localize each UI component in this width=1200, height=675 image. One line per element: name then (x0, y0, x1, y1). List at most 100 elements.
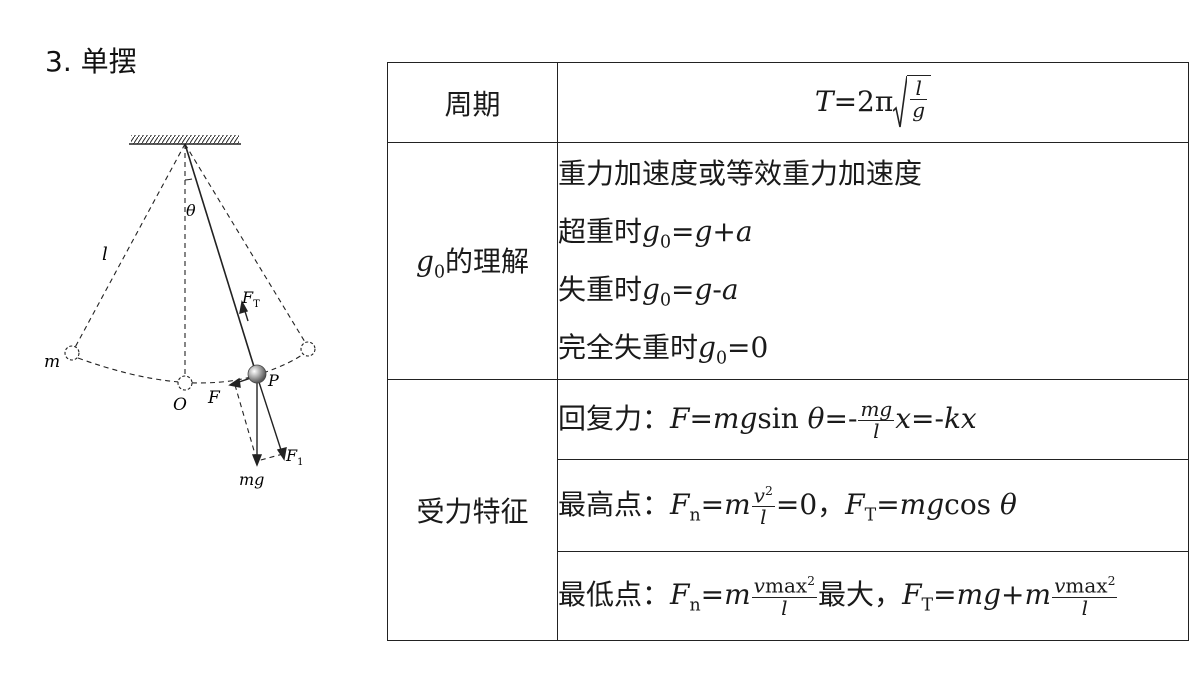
g0-row: g0的理解 重力加速度或等效重力加速度 超重时g0=g+a 失重时g0=g-a … (387, 142, 1189, 380)
weightless-eq: = (671, 273, 695, 306)
pendulum-bob (247, 364, 267, 384)
overweight-g0-sub: 0 (659, 232, 671, 253)
weightless-g: g (694, 273, 713, 306)
lowest-eq: = (700, 578, 725, 612)
lowest-sub-n: n (689, 595, 701, 616)
lowest-F: F (670, 578, 690, 612)
lowest-num2-max: max (1065, 573, 1108, 598)
lowest-fraction-2: vmax2 l (1052, 573, 1118, 620)
lowest-m2: m (1024, 578, 1052, 612)
restoring-sin: sin (757, 402, 799, 436)
lowest-num2-v: v (1054, 573, 1066, 598)
theta-label: θ (186, 201, 196, 220)
left-bob-position (64, 345, 80, 361)
full-weightless-eq: =0 (727, 331, 769, 364)
weightless-a: a (721, 273, 739, 306)
force-arrows (228, 299, 287, 467)
weightless-g0-sub: 0 (659, 290, 671, 311)
highest-num-v: v (753, 483, 765, 508)
full-weightless-g0-sub: 0 (715, 348, 727, 369)
lowest-m: m (724, 578, 751, 612)
ceiling (129, 135, 241, 145)
restoring-theta: θ (807, 402, 825, 436)
restoring-eq1: = (689, 402, 713, 436)
restoring-x: x (895, 402, 912, 436)
gravity-label: mg (239, 470, 264, 489)
period-label: 周期 (387, 62, 558, 143)
highest-mg: mg (899, 487, 945, 521)
restoring-eq3: =- (911, 402, 944, 436)
overweight-g0: g (642, 215, 660, 248)
highest-m: m (724, 487, 751, 521)
theta-arc (184, 178, 193, 181)
length-label: l (102, 244, 108, 265)
g0-line-3: 失重时g0=g-a (558, 261, 1188, 319)
highest-eq2: = (876, 487, 900, 521)
lowest-num-max: max (764, 573, 808, 598)
g0-label: g0的理解 (387, 142, 558, 380)
full-weightless-g0: g (698, 331, 716, 364)
lowest-text: 最低点： (558, 578, 671, 612)
lowest-plus: + (1001, 578, 1025, 612)
lowest-sub-t: T (921, 595, 934, 616)
point-p-label: P (267, 371, 279, 390)
highest-cos: cos (944, 487, 992, 521)
g0-label-sub: 0 (433, 262, 445, 283)
period-num: l (910, 77, 928, 100)
mass-label: m (44, 352, 60, 372)
overweight-text: 超重时 (558, 215, 643, 248)
section-heading: 3. 单摆 (45, 45, 137, 78)
period-eq: =2π (833, 84, 894, 118)
highest-sub-t: T (864, 505, 877, 526)
full-weightless-text: 完全失重时 (558, 331, 699, 364)
overweight-eq: = (671, 215, 695, 248)
lowest-num: vmax2 (751, 573, 818, 598)
lowest-max-text: 最大， (818, 578, 903, 612)
g0-label-text: 的理解 (444, 244, 529, 278)
restoring-num: mg (858, 396, 895, 421)
highest-F: F (670, 487, 690, 521)
highest-den: l (760, 505, 767, 530)
f1-subscript: 1 (297, 457, 303, 468)
overweight-plus: + (712, 215, 736, 248)
pendulum-diagram: θ l FT m O P F F1 mg (44, 135, 316, 489)
restoring-den: l (873, 418, 880, 443)
period-T: T (814, 84, 834, 118)
lowest-num2-sup: 2 (1107, 573, 1116, 588)
period-den: g (912, 97, 926, 122)
g0-label-g: g (416, 244, 434, 278)
right-bob-position (300, 341, 316, 357)
overweight-g: g (694, 215, 713, 248)
equilibrium-bob-position (177, 375, 193, 391)
lowest-den: l (781, 595, 788, 620)
overweight-a: a (735, 215, 753, 248)
pendulum-string (184, 143, 256, 371)
highest-text: 最高点： (558, 487, 671, 521)
restoring-force-label: F (207, 388, 221, 408)
restoring-eq2: =- (824, 402, 858, 436)
highest-FT: F (845, 487, 865, 521)
weightless-g0: g (642, 273, 660, 306)
tension-letter: F (241, 288, 254, 307)
dashed-lines (71, 143, 309, 462)
sqrt-sign-icon (893, 75, 908, 127)
highest-sub-n: n (689, 505, 701, 526)
highest-theta: θ (999, 487, 1017, 521)
restoring-mg: mg (712, 402, 758, 436)
g0-content: 重力加速度或等效重力加速度 超重时g0=g+a 失重时g0=g-a 完全失重时g… (557, 142, 1189, 380)
g0-line-1: 重力加速度或等效重力加速度 (558, 157, 923, 190)
lowest-den-2: l (1081, 595, 1088, 620)
f1-label: F1 (285, 446, 303, 468)
highest-zero: =0， (775, 487, 846, 521)
